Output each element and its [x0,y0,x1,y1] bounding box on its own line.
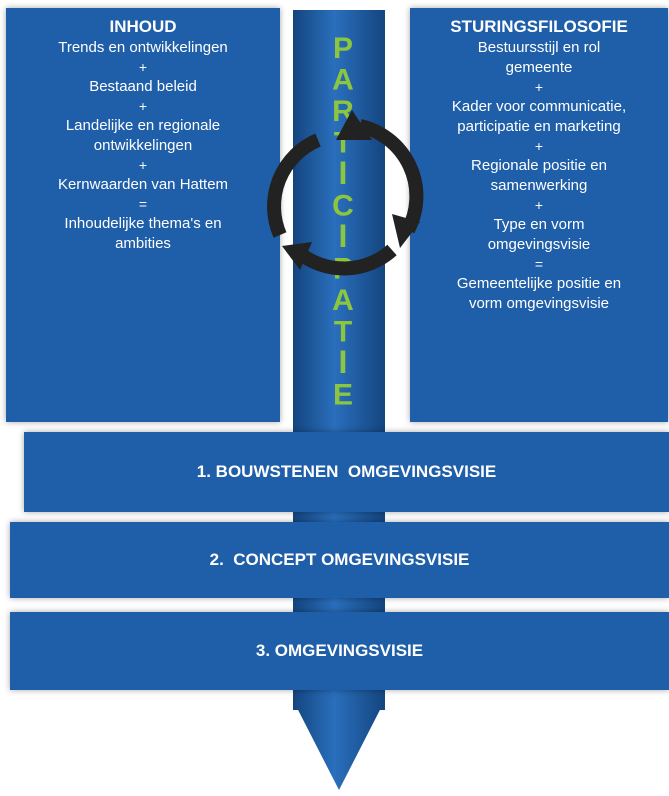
sturingsfilosofie-lines: Bestuursstijl en rol gemeente + Kader voor … [410,38,668,314]
inhoud-operator: + [138,98,148,114]
sturingsfilosofie-heading: STURINGSFILOSOFIE [450,17,628,36]
participatie-letter: A [332,64,354,97]
band-1-label: 1. BOUWSTENEN OMGEVINGSVISIE [196,462,497,481]
band-bouwstenen: 1. BOUWSTENEN OMGEVINGSVISIE [24,432,669,512]
band-3-label: 3. OMGEVINGSVISIE [255,641,424,660]
sturingsfilosofie-operator: + [534,197,544,213]
inhoud-line: Kernwaarden van Hattem [57,176,229,193]
inhoud-line: ambities [115,235,171,252]
inhoud-heading: INHOUD [109,17,177,36]
inhoud-operator: = [138,196,148,212]
participatie-letter: P [333,32,353,65]
participatie-letter: E [333,379,353,412]
sturingsfilosofie-line: Bestuursstijl en rol [477,39,601,56]
sturingsfilosofie-line: Gemeentelijke positie en [456,275,622,292]
inhoud-line: ontwikkelingen [93,137,193,154]
participatie-letter: C [332,190,354,223]
sturingsfilosofie-line: omgevingsvisie [487,236,591,253]
participatie-letter: P [333,253,353,286]
arrow-head [293,700,385,790]
sturingsfilosofie-line: vorm omgevingsvisie [468,295,610,312]
participatie-letter: I [339,155,348,191]
inhoud-line: Bestaand beleid [89,78,197,95]
band-concept: 2. CONCEPT OMGEVINGSVISIE [10,522,669,598]
sturingsfilosofie-line: samenwerking [490,177,588,194]
participatie-letter: R [332,95,354,128]
sturingsfilosofie-line: gemeente [505,59,573,76]
inhoud-operator: + [138,59,148,75]
band-2-label: 2. CONCEPT OMGEVINGSVISIE [209,550,470,569]
participatie-letter: I [339,344,348,380]
sturingsfilosofie-panel: STURINGSFILOSOFIE Bestuursstijl en rol ge… [410,8,668,422]
participatie-letter: T [334,316,352,349]
inhoud-operator: + [138,157,148,173]
participatie-letter: I [339,218,348,254]
sturingsfilosofie-operator: + [534,138,544,154]
inhoud-panel: INHOUD Trends en ontwikkelingen + Bestaand… [6,8,280,422]
band-omgevingsvisie: 3. OMGEVINGSVISIE [10,612,669,690]
inhoud-line: Trends en ontwikkelingen [58,39,228,56]
sturingsfilosofie-operator: = [534,256,544,272]
sturingsfilosofie-line: Regionale positie en [471,157,607,174]
sturingsfilosofie-operator: + [534,79,544,95]
inhoud-lines: Trends en ontwikkelingen + Bestaand beleid… [6,38,280,254]
sturingsfilosofie-line: Kader voor communicatie, [451,98,627,115]
inhoud-line: Landelijke en regionale [65,117,221,134]
sturingsfilosofie-line: participatie en marketing [457,118,621,135]
sturingsfilosofie-line: Type en vorm [493,216,585,233]
participatie-letter: A [332,284,354,317]
inhoud-line: Inhoudelijke thema's en [64,215,222,232]
